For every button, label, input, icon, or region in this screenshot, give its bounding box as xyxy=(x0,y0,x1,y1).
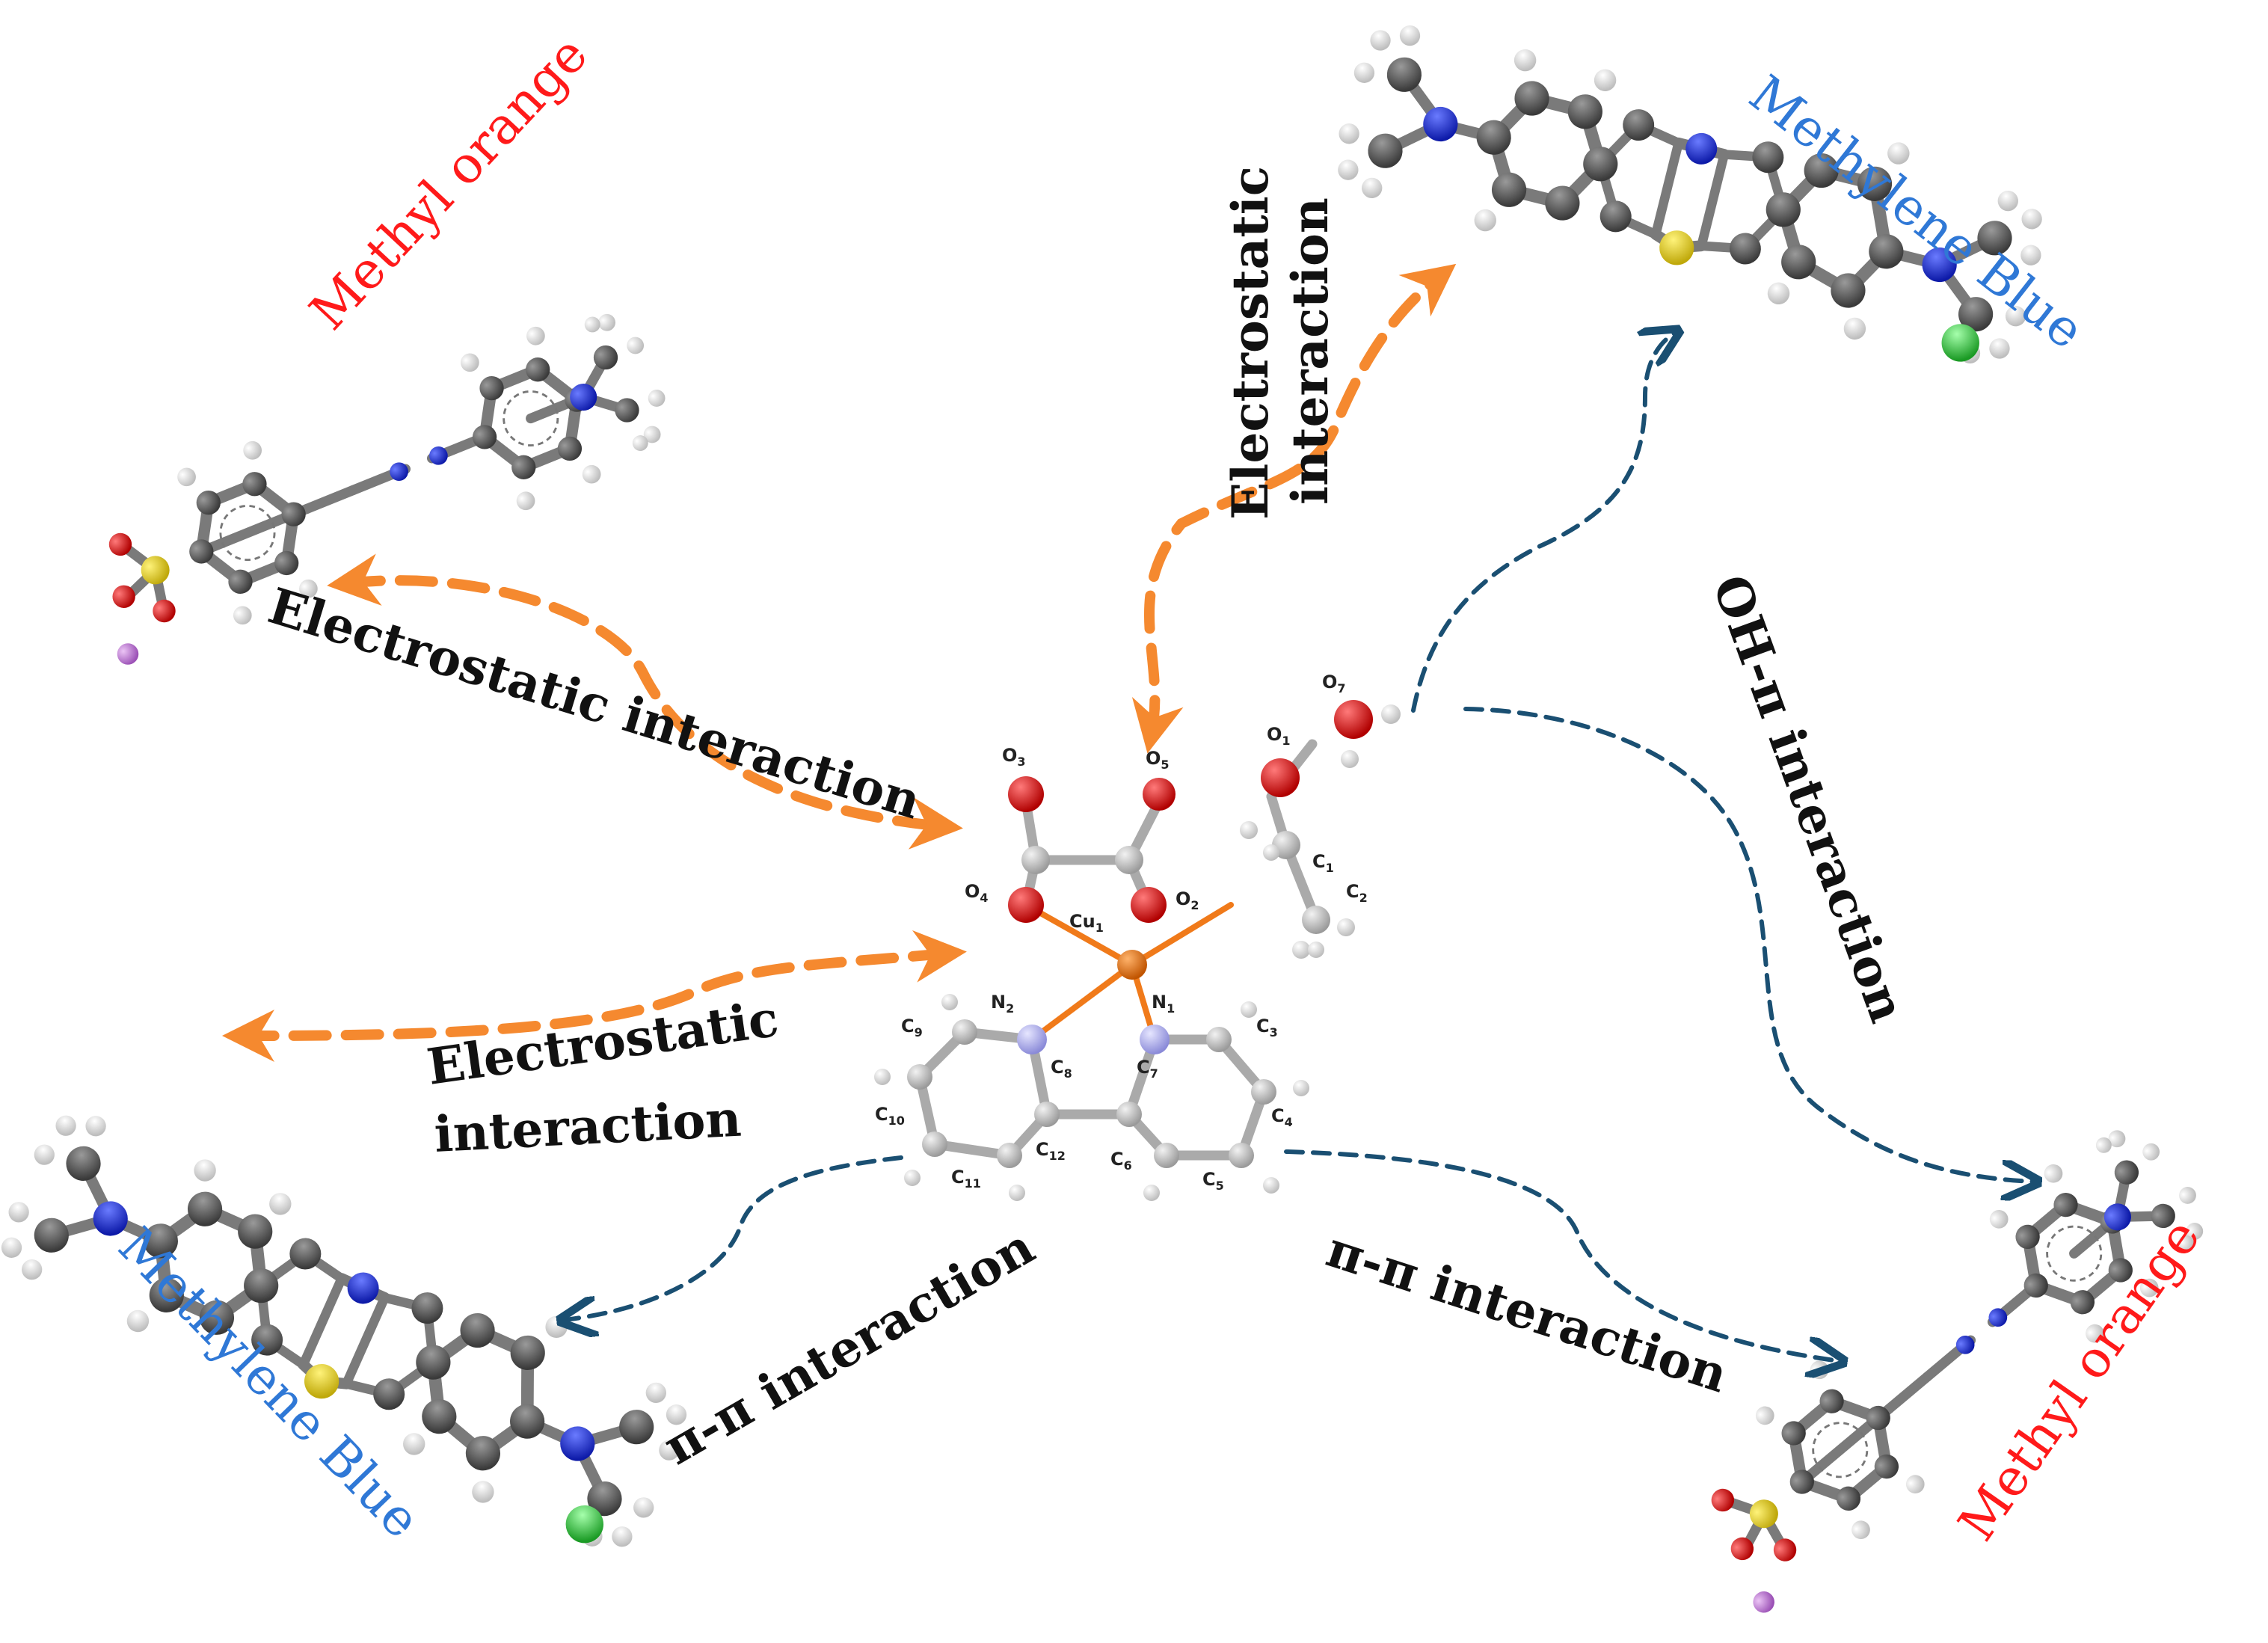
label-methyl-orange-top-left: Methyl orange xyxy=(299,25,600,342)
label-pi-pi-interaction-left: π-π interaction xyxy=(654,1217,1044,1475)
label-oh-pi-interaction: OH-π interaction xyxy=(1701,568,1917,1030)
label-o4: O4 xyxy=(965,881,989,905)
copper-complex xyxy=(874,700,1401,1201)
label-c9: C9 xyxy=(901,1016,923,1039)
label-c6: C6 xyxy=(1110,1149,1132,1173)
arrow-oh-pi-to-methylene-blue xyxy=(1411,333,1675,713)
atom-o1 xyxy=(1261,758,1300,797)
arrow-electrostatic-top-center xyxy=(1131,263,1457,754)
pi-arrows xyxy=(565,333,2034,1361)
methyl-orange-molecule-bottom-right xyxy=(1659,1104,2230,1621)
electrostatic-arrows xyxy=(222,263,1457,1062)
label-o2: O2 xyxy=(1176,888,1199,912)
label-c3: C3 xyxy=(1256,1016,1278,1039)
arrow-electrostatic-bottom-left xyxy=(222,930,967,1062)
label-c1: C1 xyxy=(1312,851,1334,875)
label-interaction-vertical: interaction xyxy=(1281,197,1339,505)
label-c11: C11 xyxy=(951,1167,981,1191)
label-electrostatic-interaction-top-center: Electrostatic interaction xyxy=(1221,166,1339,520)
label-electrostatic-interaction-top-left: Electrostatic interaction xyxy=(262,577,927,831)
label-electrostatic-bottom-left: Electrostatic xyxy=(423,989,781,1096)
label-n2: N2 xyxy=(991,992,1014,1016)
label-c8: C8 xyxy=(1051,1057,1072,1081)
arrow-pi-pi-right xyxy=(1284,1149,1840,1361)
arrow-oh-pi-to-methyl-orange xyxy=(1463,707,2034,1182)
label-o1: O1 xyxy=(1267,724,1291,748)
label-o5: O5 xyxy=(1146,748,1170,772)
label-interaction-bottom-left: interaction xyxy=(433,1090,743,1164)
label-cu1: Cu1 xyxy=(1069,911,1104,935)
label-pi-pi-interaction-right: π-π interaction xyxy=(1320,1220,1735,1404)
atom-o3 xyxy=(1008,776,1044,812)
label-o3: O3 xyxy=(1002,745,1026,769)
methylene-blue-molecule-top-right xyxy=(1321,10,2060,379)
atom-o7 xyxy=(1334,700,1373,739)
label-c12: C12 xyxy=(1036,1139,1066,1163)
label-c7: C7 xyxy=(1137,1057,1158,1081)
label-c2: C2 xyxy=(1346,881,1368,905)
atom-o2 xyxy=(1131,887,1167,923)
label-c4: C4 xyxy=(1271,1105,1293,1129)
label-n1: N1 xyxy=(1152,992,1175,1016)
atom-n2 xyxy=(1017,1025,1047,1054)
arrow-electrostatic-top-left xyxy=(327,553,963,850)
label-o7: O7 xyxy=(1322,672,1346,695)
atom-cu1 xyxy=(1117,950,1147,980)
label-c5: C5 xyxy=(1202,1169,1224,1193)
atom-o4 xyxy=(1008,887,1044,923)
label-c10: C10 xyxy=(875,1104,905,1128)
arrow-pi-pi-left xyxy=(565,1155,903,1320)
label-methyl-orange-bottom-right: Methyl orange xyxy=(1947,1209,2212,1551)
atom-labels: O3 O5 O4 O2 O1 O7 Cu1 N2 N1 C1 C2 C3 C4 … xyxy=(875,672,1368,1193)
label-electrostatic-vertical: Electrostatic xyxy=(1221,166,1279,520)
atom-n1 xyxy=(1140,1025,1170,1054)
atom-o5 xyxy=(1143,778,1176,811)
